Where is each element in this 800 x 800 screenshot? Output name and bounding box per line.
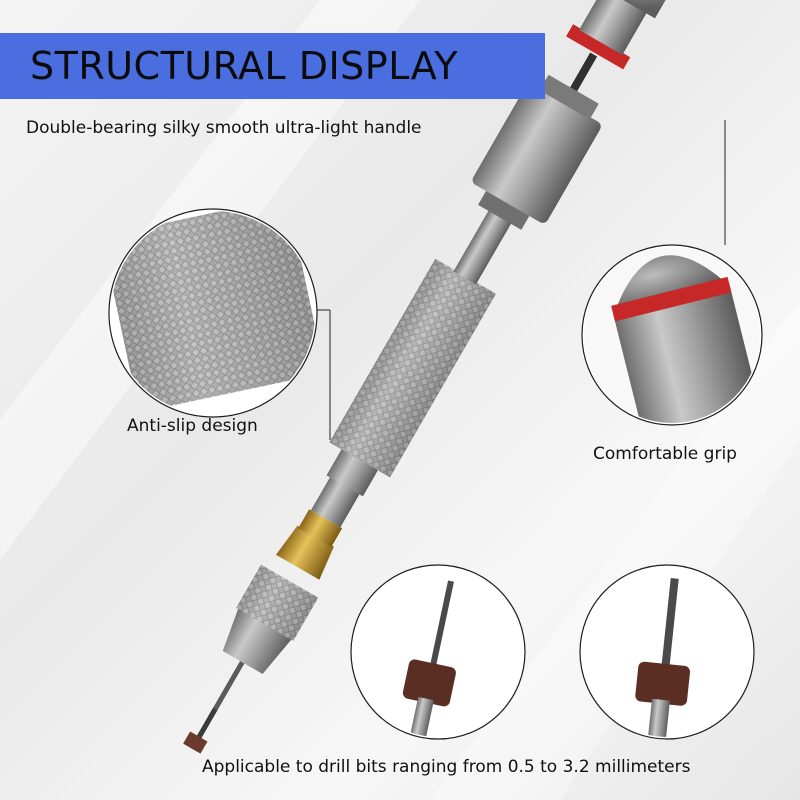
caption-drill-bits: Applicable to drill bits ranging from 0.… [202,757,691,777]
brass-collet [276,509,343,580]
bearing-sleeve [472,74,601,230]
knurled-handle [329,258,496,478]
caption-handle: Double-bearing silky smooth ultra-light … [26,118,422,138]
detail-circle-grip [581,244,763,426]
end-cap [579,0,668,55]
hand-drill [183,0,668,754]
caption-anti-slip: Anti-slip design [127,416,258,436]
screw [570,52,598,92]
detail-circle-bit-2 [579,564,755,740]
drill-bit [183,661,245,754]
detail-circle-knurl [108,208,318,418]
banner-title: STRUCTURAL DISPLAY [30,44,459,88]
red-washer [566,24,631,70]
threaded-end [310,447,379,528]
shaft [453,209,512,285]
detail-circle-bit-1 [350,564,526,740]
title-banner: STRUCTURAL DISPLAY [0,33,545,99]
chuck [222,564,319,675]
caption-grip: Comfortable grip [593,444,737,464]
